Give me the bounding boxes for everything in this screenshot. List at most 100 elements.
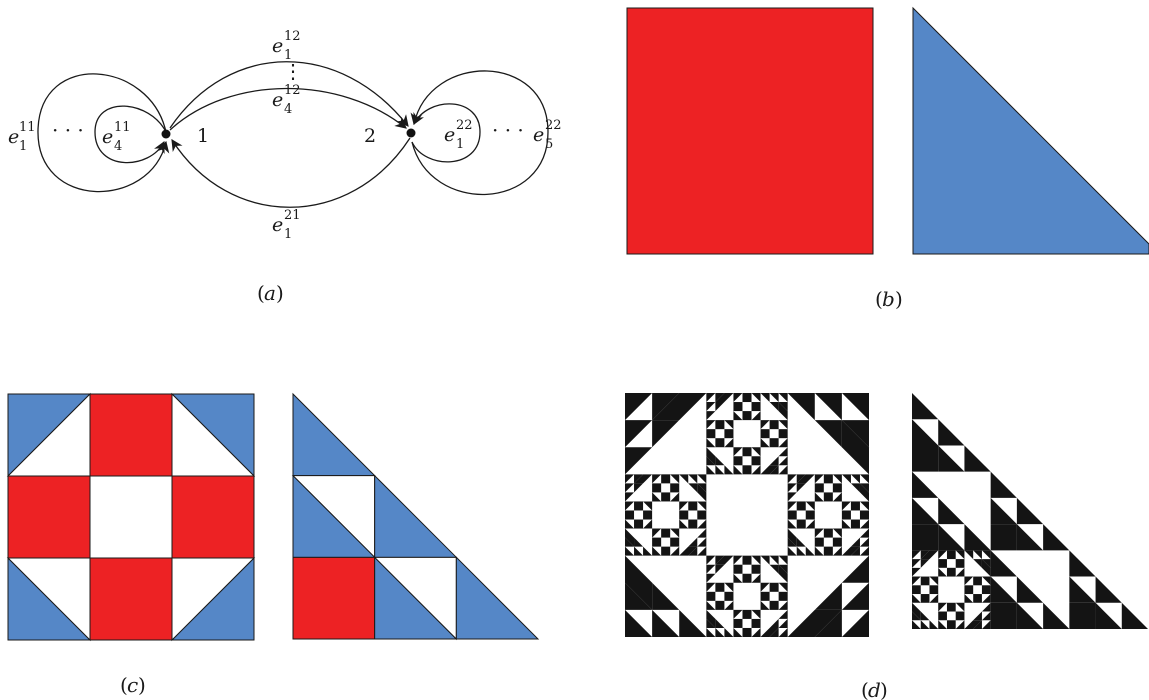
fractal-cell — [625, 519, 635, 529]
fractal-cell — [661, 492, 671, 502]
fractal-cell — [661, 474, 671, 484]
loop-e11-inner — [94, 105, 167, 164]
fractal-cell — [679, 609, 707, 637]
fractal-cell — [990, 497, 1017, 525]
fractal-cell — [697, 519, 707, 529]
fractal-cell — [742, 465, 752, 475]
fractal-cell — [625, 501, 635, 511]
fractal-cell — [625, 555, 653, 610]
fractal-cell — [778, 402, 788, 412]
panel-c-triangle — [291, 392, 540, 641]
caption-d: ( d ) — [861, 678, 888, 700]
fractal-cell — [859, 537, 869, 547]
fractal-cell — [751, 555, 761, 565]
fractal-cell — [625, 582, 653, 610]
svg-text:5: 5 — [545, 137, 553, 152]
panel-c-square — [6, 392, 256, 642]
fractal-cell — [787, 609, 842, 637]
fractal-cell — [796, 546, 806, 556]
label-e11-outer: e 1 11 — [8, 120, 36, 154]
fractal-cell — [787, 501, 797, 511]
vertex-1 — [161, 129, 171, 139]
fractal-cell — [832, 474, 842, 484]
fractal-cell — [769, 393, 779, 403]
fractal-cell — [706, 411, 716, 421]
svg-text:11: 11 — [114, 120, 131, 135]
fractal-cell — [920, 550, 939, 560]
fractal-cell — [990, 550, 1017, 577]
fractal-cell — [778, 609, 788, 619]
fractal-cell — [841, 393, 869, 421]
svg-text:b: b — [882, 287, 895, 311]
fractal-cell — [778, 420, 788, 430]
tile-piece — [171, 392, 256, 477]
fractal-cell — [981, 620, 991, 629]
fractal-cell — [1016, 576, 1044, 603]
fractal-cell — [706, 420, 716, 430]
fractal-cell — [652, 483, 662, 493]
tile-piece — [455, 556, 540, 640]
svg-text:12: 12 — [284, 29, 301, 44]
fractal-cell — [964, 594, 974, 603]
panel-d-fractal-triangle — [912, 393, 1148, 629]
fractal-cell — [661, 528, 671, 538]
fractal-cell — [778, 582, 788, 592]
tile-piece — [292, 556, 376, 640]
fractal-cell — [733, 465, 743, 475]
fractal-cell — [778, 456, 788, 466]
fractal-cell — [715, 402, 725, 412]
fractal-cell — [769, 420, 779, 430]
fractal-cell — [715, 564, 725, 574]
fractal-cell — [832, 528, 842, 538]
label-e22-outer: e 5 22 — [533, 118, 562, 152]
fractal-cell — [670, 483, 680, 493]
fractal-cell — [912, 559, 921, 568]
fractal-cell — [955, 611, 965, 621]
tile-piece — [171, 557, 256, 642]
fractal-cell — [652, 582, 680, 610]
fractal-cell — [990, 576, 1017, 603]
edge-e21 — [171, 137, 411, 208]
fractal-cell — [634, 474, 644, 484]
fractal-cell — [724, 591, 734, 601]
svg-text:(: ( — [861, 678, 869, 700]
panel-b-red-square — [626, 7, 874, 255]
fractal-cell — [724, 582, 734, 592]
ellipsis-e11: · · · — [52, 118, 84, 142]
fractal-cell — [859, 501, 869, 511]
fractal-cell — [706, 393, 716, 403]
fractal-cell — [929, 576, 939, 586]
fractal-cell — [652, 609, 680, 637]
fractal-cell — [859, 474, 869, 484]
fractal-cell — [841, 510, 851, 520]
fractal-cell — [814, 582, 842, 610]
fractal-cell — [814, 492, 824, 502]
fractal-cell — [1016, 602, 1044, 629]
fractal-cell — [751, 627, 761, 637]
fractal-cell — [841, 474, 851, 484]
fractal-cell — [706, 573, 716, 583]
fractal-cell — [955, 559, 965, 568]
fractal-cell — [938, 559, 947, 568]
fractal-cell — [688, 474, 698, 484]
fractal-cell — [778, 393, 788, 403]
fractal-cell — [850, 483, 860, 493]
fractal-cell — [1069, 602, 1096, 629]
fractal-cell — [981, 576, 991, 586]
fractal-cell — [973, 576, 982, 586]
fractal-cell — [661, 546, 671, 556]
fractal-cell — [973, 594, 982, 603]
fractal-cell — [760, 591, 770, 601]
panel-a-graph — [37, 61, 549, 208]
fractal-cell — [796, 501, 806, 511]
fractal-cell — [859, 546, 869, 556]
fractal-cell — [1069, 576, 1096, 603]
fractal-cell — [634, 519, 644, 529]
fractal-cell — [938, 445, 965, 472]
fractal-cell — [670, 528, 680, 538]
fractal-cell — [778, 555, 788, 565]
fractal-cell — [981, 594, 991, 603]
fractal-cell — [769, 465, 779, 475]
fractal-cell — [823, 492, 833, 502]
svg-text:(: ( — [257, 281, 265, 305]
